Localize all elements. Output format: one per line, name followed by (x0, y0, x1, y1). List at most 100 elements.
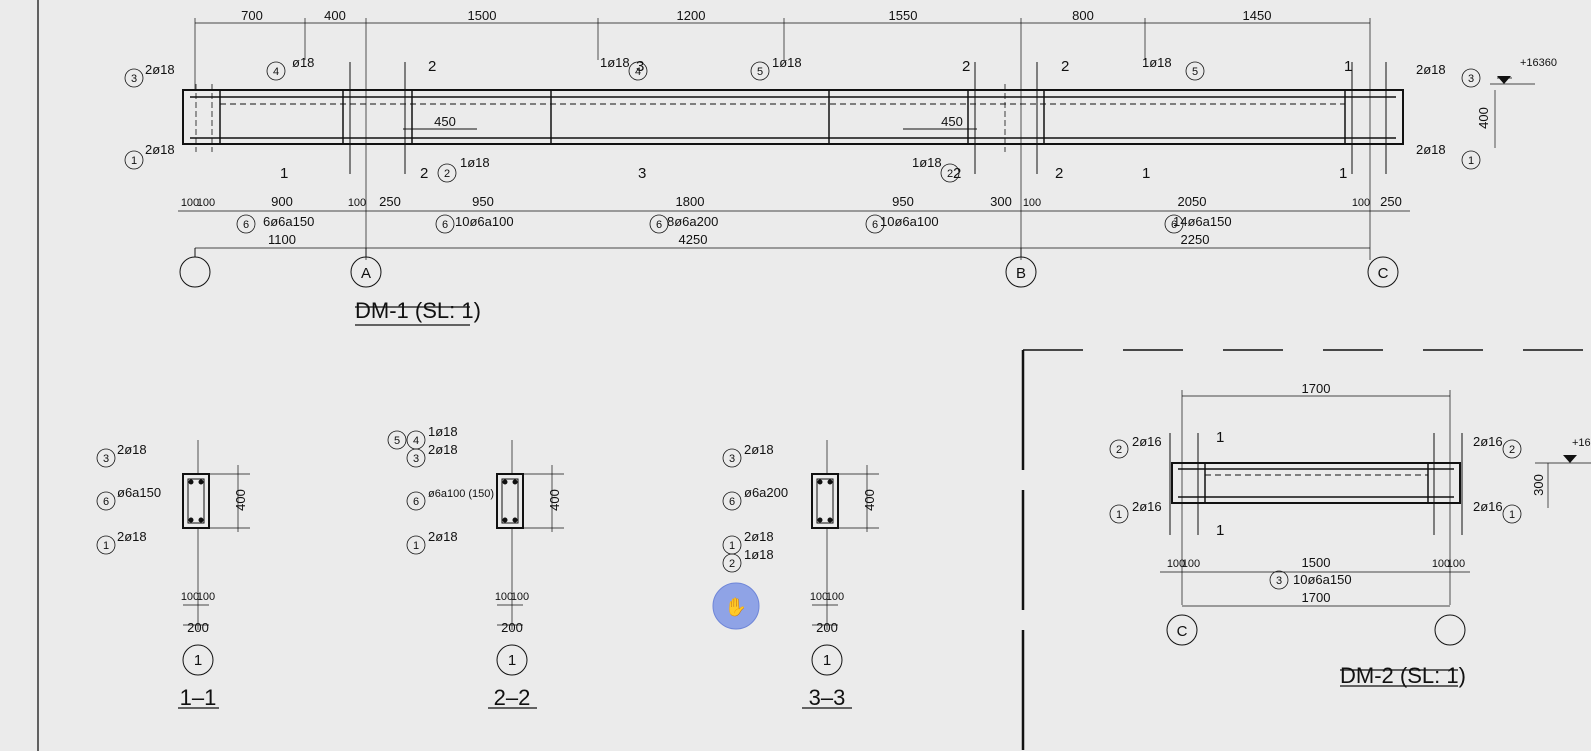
id-1-left: 1 (131, 155, 137, 167)
dm1-bot-dim-6: 950 (472, 194, 494, 209)
dm1-bar-4-a: ø18 (292, 55, 314, 70)
dm1-bar-5-a: 1ø18 (772, 55, 802, 70)
id-2-a: 2 (444, 168, 450, 180)
dm2-bottom-dim: 1700 (1302, 590, 1331, 605)
dm1-bar-3-left: 2ø18 (145, 62, 175, 77)
dm2-id-bot-left: 1 (1116, 509, 1122, 521)
dm2-stirrup: 10ø6a150 (1293, 572, 1352, 587)
dm1-bar-5-b: 1ø18 (1142, 55, 1172, 70)
sec1-id-3: 3 (103, 453, 109, 465)
id-6-3: 6 (656, 219, 662, 231)
dm1-beam-elevation (178, 18, 1535, 260)
id-5-a: 5 (757, 66, 763, 78)
dm2-bar-bot-right: 2ø16 (1473, 499, 1503, 514)
id-3-right: 3 (1468, 73, 1474, 85)
sec2-id-6: 6 (413, 496, 419, 508)
dm1-bot-dim-3: 900 (271, 194, 293, 209)
section-mark-3b: 3 (638, 165, 646, 182)
dm1-bar-2-a: 1ø18 (460, 155, 490, 170)
sec3-width: 200 (816, 620, 838, 635)
sec2-axis: 1 (508, 652, 516, 669)
dm1-bar-3-right: 2ø18 (1416, 62, 1446, 77)
dm2-top-dim: 1700 (1302, 381, 1331, 396)
section-mark-2c: 2 (1061, 58, 1069, 75)
id-6-5: 6 (1171, 219, 1177, 231)
section-mark-1b: 1 (280, 165, 288, 182)
sec1-id-6: 6 (103, 496, 109, 508)
dm1-axis-bubbles (179, 248, 1399, 326)
section-mark-2d: 2 (420, 165, 428, 182)
dm2-bar-bot-left: 2ø16 (1132, 499, 1162, 514)
dm1-bot-dim-11: 2050 (1178, 194, 1207, 209)
dm1-span-3: 2250 (1181, 232, 1210, 247)
dm1-stirrup-1: 6ø6a150 (263, 214, 314, 229)
id-1-right: 1 (1468, 155, 1474, 167)
dm1-bot-dim-9: 300 (990, 194, 1012, 209)
dm2-sub-4: 100 (1447, 558, 1465, 570)
dm1-extra-bar-1: 450 (434, 114, 456, 129)
sec2-extra-bar: 1ø18 (428, 424, 458, 439)
dm1-stirrup-4: 10ø6a100 (880, 214, 939, 229)
sec3-id-3: 3 (729, 453, 735, 465)
sec1-sub: 100 (181, 591, 199, 603)
id-6-2: 6 (442, 219, 448, 231)
dm2-labels: 1700 1 1 2ø16 2ø16 2ø16 2ø16 2 1 2 1 300… (1116, 381, 1591, 688)
sec1-height: 400 (233, 489, 248, 511)
id-4-b: 4 (635, 66, 641, 78)
dm2-stirrup-id: 3 (1276, 575, 1282, 587)
section-mark-2f: 2 (1055, 165, 1063, 182)
dm1-title: DM-1 (SL: 1) (355, 298, 481, 323)
section-mark-1c: 1 (1344, 58, 1352, 75)
sec2-title: 2–2 (494, 685, 531, 710)
dm2-bar-top-left: 2ø16 (1132, 434, 1162, 449)
id-6-1: 6 (243, 219, 249, 231)
section-mark-2e: 2 (953, 165, 961, 182)
sec1-bottom-bar: 2ø18 (117, 529, 147, 544)
dm1-bot-dim-1: 100 (181, 197, 199, 209)
dm1-top-dim-5: 1550 (889, 8, 918, 23)
sec2-id-3: 3 (413, 453, 419, 465)
dm2-beam (1109, 390, 1591, 687)
dm1-stirrup-5: 14ø6a150 (1173, 214, 1232, 229)
id-4-a: 4 (273, 66, 279, 78)
axis-c-label: C (1378, 265, 1389, 282)
sec1-title: 1–1 (180, 685, 217, 710)
dm1-bot-dim-2: 100 (197, 197, 215, 209)
dm1-height: 400 (1476, 107, 1491, 129)
sec2-id-4: 4 (413, 435, 419, 447)
sec2-sub2: 100 (511, 591, 529, 603)
dm1-elevation: +16360 (1520, 57, 1557, 69)
dm2-sub-1: 100 (1167, 558, 1185, 570)
dm2-id-top-right: 2 (1509, 444, 1515, 456)
dm1-top-dim-4: 1200 (677, 8, 706, 23)
sec1-id-1: 1 (103, 540, 109, 552)
dm1-bot-dim-8: 950 (892, 194, 914, 209)
id-3-left: 3 (131, 73, 137, 85)
dm2-frame (1021, 349, 1591, 751)
section-mark-1e: 1 (1339, 165, 1347, 182)
dm2-sub-3: 100 (1432, 558, 1450, 570)
sec3-title: 3–3 (809, 685, 846, 710)
sec2-stirrup: ø6a100 (150) (428, 488, 494, 500)
dm1-bar-4-b: 1ø18 (600, 55, 630, 70)
sec1-sub2: 100 (197, 591, 215, 603)
dm1-labels: 700 400 1500 1200 1550 800 1450 2ø18 2ø1… (145, 8, 1557, 323)
dm2-inner-dim: 1500 (1302, 555, 1331, 570)
sec1-axis: 1 (194, 652, 202, 669)
sec2-top-bar: 2ø18 (428, 442, 458, 457)
dm2-id-top-left: 2 (1116, 444, 1122, 456)
dm1-bar-id-labels: 3 1 3 1 4 4 5 5 2 2 6 6 6 6 6 (131, 66, 1474, 231)
id-2-b: 2 (947, 168, 953, 180)
dm2-bar-top-right: 2ø16 (1473, 434, 1503, 449)
dm1-top-dim-6: 800 (1072, 8, 1094, 23)
dm1-bot-dim-4: 100 (348, 197, 366, 209)
hand-cursor-icon: ✋ (712, 582, 760, 630)
dm1-stirrup-2: 10ø6a100 (455, 214, 514, 229)
section-3-3: 2ø18 ø6a200 2ø18 1ø18 400 100 100 200 1 … (722, 440, 879, 710)
dm1-bar-ids (124, 61, 1481, 234)
sec2-bottom-bar: 2ø18 (428, 529, 458, 544)
id-6-4: 6 (872, 219, 878, 231)
sec2-id-1: 1 (413, 540, 419, 552)
sec2-height: 400 (547, 489, 562, 511)
